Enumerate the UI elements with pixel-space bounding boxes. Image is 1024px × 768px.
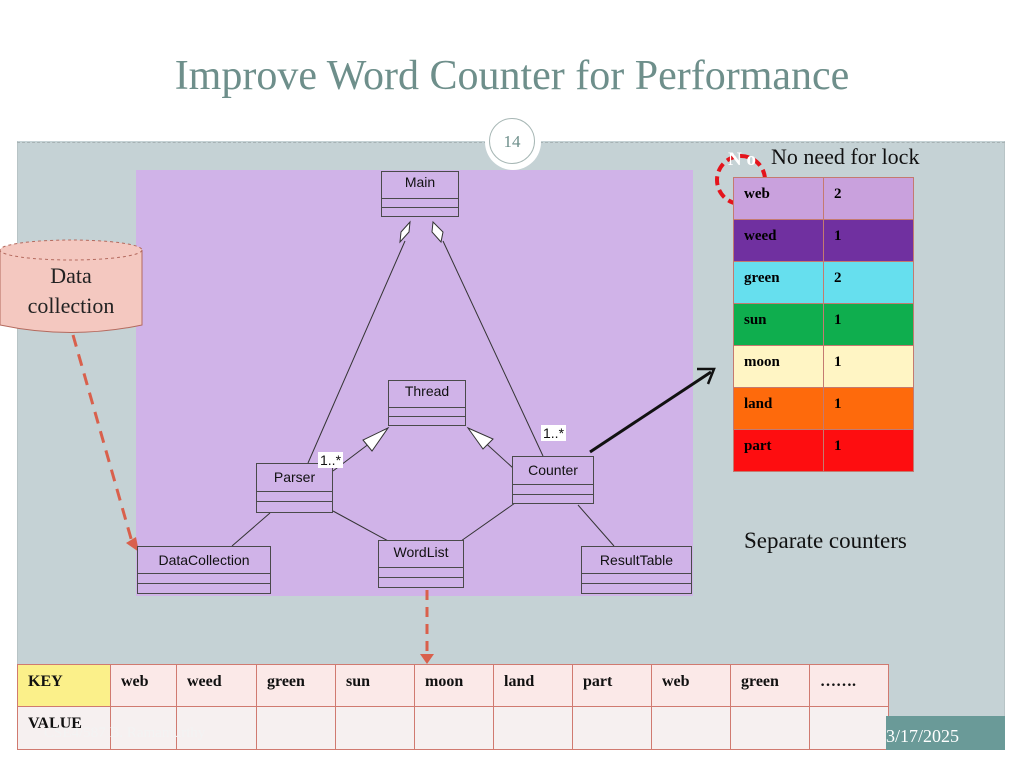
title-divider-left (17, 142, 487, 143)
value-cell (493, 706, 573, 750)
data-collection-label: Data collection (27, 263, 115, 318)
class-counter: Counter (512, 456, 594, 504)
page-number: 14 (489, 118, 535, 164)
class-resulttable-name: ResultTable (599, 552, 674, 568)
count-cell: 1 (823, 303, 914, 346)
counter-main-line (442, 240, 544, 457)
count-cell: 1 (823, 219, 914, 262)
slide-title: Improve Word Counter for Performance (174, 53, 850, 99)
counter-to-table-arrowhead (697, 367, 716, 385)
main-aggregation-diamond-right (431, 220, 444, 244)
count-cell: 1 (823, 429, 914, 472)
value-cell (414, 706, 494, 750)
class-datacollection-name: DataCollection (158, 552, 250, 568)
value-header: VALUE (17, 706, 111, 750)
class-parser: Parser (256, 463, 333, 513)
parser-wordlist-line (332, 510, 391, 543)
value-cell (335, 706, 415, 750)
class-resulttable: ResultTable (581, 546, 692, 594)
value-cell (730, 706, 810, 750)
class-datacollection: DataCollection (137, 546, 271, 594)
main-aggregation-diamond-left (399, 220, 411, 244)
footer-date-band (886, 716, 1005, 750)
key-header: KEY (17, 664, 111, 707)
value-cell (110, 706, 177, 750)
footer-author: CSE4/587 B. Ramamurthy (44, 725, 206, 741)
key-cell: green (256, 664, 336, 707)
class-main: Main (381, 171, 459, 217)
key-cell: web (110, 664, 177, 707)
word-cell: green (733, 261, 824, 304)
no-lock-note: No need for lock (771, 144, 920, 169)
key-cell: part (572, 664, 652, 707)
value-cell (809, 706, 889, 750)
key-cell: web (651, 664, 731, 707)
word-cell: web (733, 177, 824, 220)
thread-inheritance-arrow-right (466, 426, 494, 450)
footer-date: 3/17/2025 (886, 726, 960, 746)
counter-wordlist-line (460, 502, 516, 542)
class-wordlist: WordList (378, 540, 464, 588)
count-cell: 2 (823, 261, 914, 304)
class-wordlist-name: WordList (393, 544, 449, 560)
class-thread-name: Thread (404, 383, 450, 399)
no-letters: N o (728, 149, 756, 170)
class-thread: Thread (388, 380, 466, 426)
count-cell: 1 (823, 345, 914, 388)
word-cell: weed (733, 219, 824, 262)
key-cell: moon (414, 664, 494, 707)
thread-inheritance-arrow-left (362, 426, 390, 452)
parser-datacollection-line (231, 512, 271, 547)
value-cell (256, 706, 336, 750)
word-cell: land (733, 387, 824, 430)
value-row: VALUE (17, 706, 889, 750)
word-cell: part (733, 429, 824, 472)
counter-to-table-arrow (589, 370, 712, 454)
key-cell: land (493, 664, 573, 707)
wordlist-arrowhead (420, 654, 434, 664)
parser-main-line (307, 240, 406, 464)
counter-multiplicity: 1..* (541, 425, 567, 441)
class-counter-name: Counter (528, 462, 578, 478)
title-divider-right (540, 142, 1005, 143)
counter-resulttable-line (577, 504, 615, 547)
key-cell: green (730, 664, 810, 707)
value-cell (176, 706, 257, 750)
count-cell: 1 (823, 387, 914, 430)
data-collection-cylinder (0, 239, 143, 333)
data-collection-dashed-arrow (71, 334, 134, 543)
word-cell: moon (733, 345, 824, 388)
count-cell: 2 (823, 177, 914, 220)
key-cell: sun (335, 664, 415, 707)
value-cell (651, 706, 731, 750)
class-main-name: Main (404, 174, 436, 190)
data-collection-arrowhead (126, 537, 139, 552)
key-cell: weed (176, 664, 257, 707)
class-parser-name: Parser (273, 469, 316, 485)
value-cell (572, 706, 652, 750)
separate-counters-note: Separate counters (744, 528, 907, 553)
parser-multiplicity: 1..* (318, 452, 344, 468)
key-cell: ……. (809, 664, 889, 707)
word-cell: sun (733, 303, 824, 346)
